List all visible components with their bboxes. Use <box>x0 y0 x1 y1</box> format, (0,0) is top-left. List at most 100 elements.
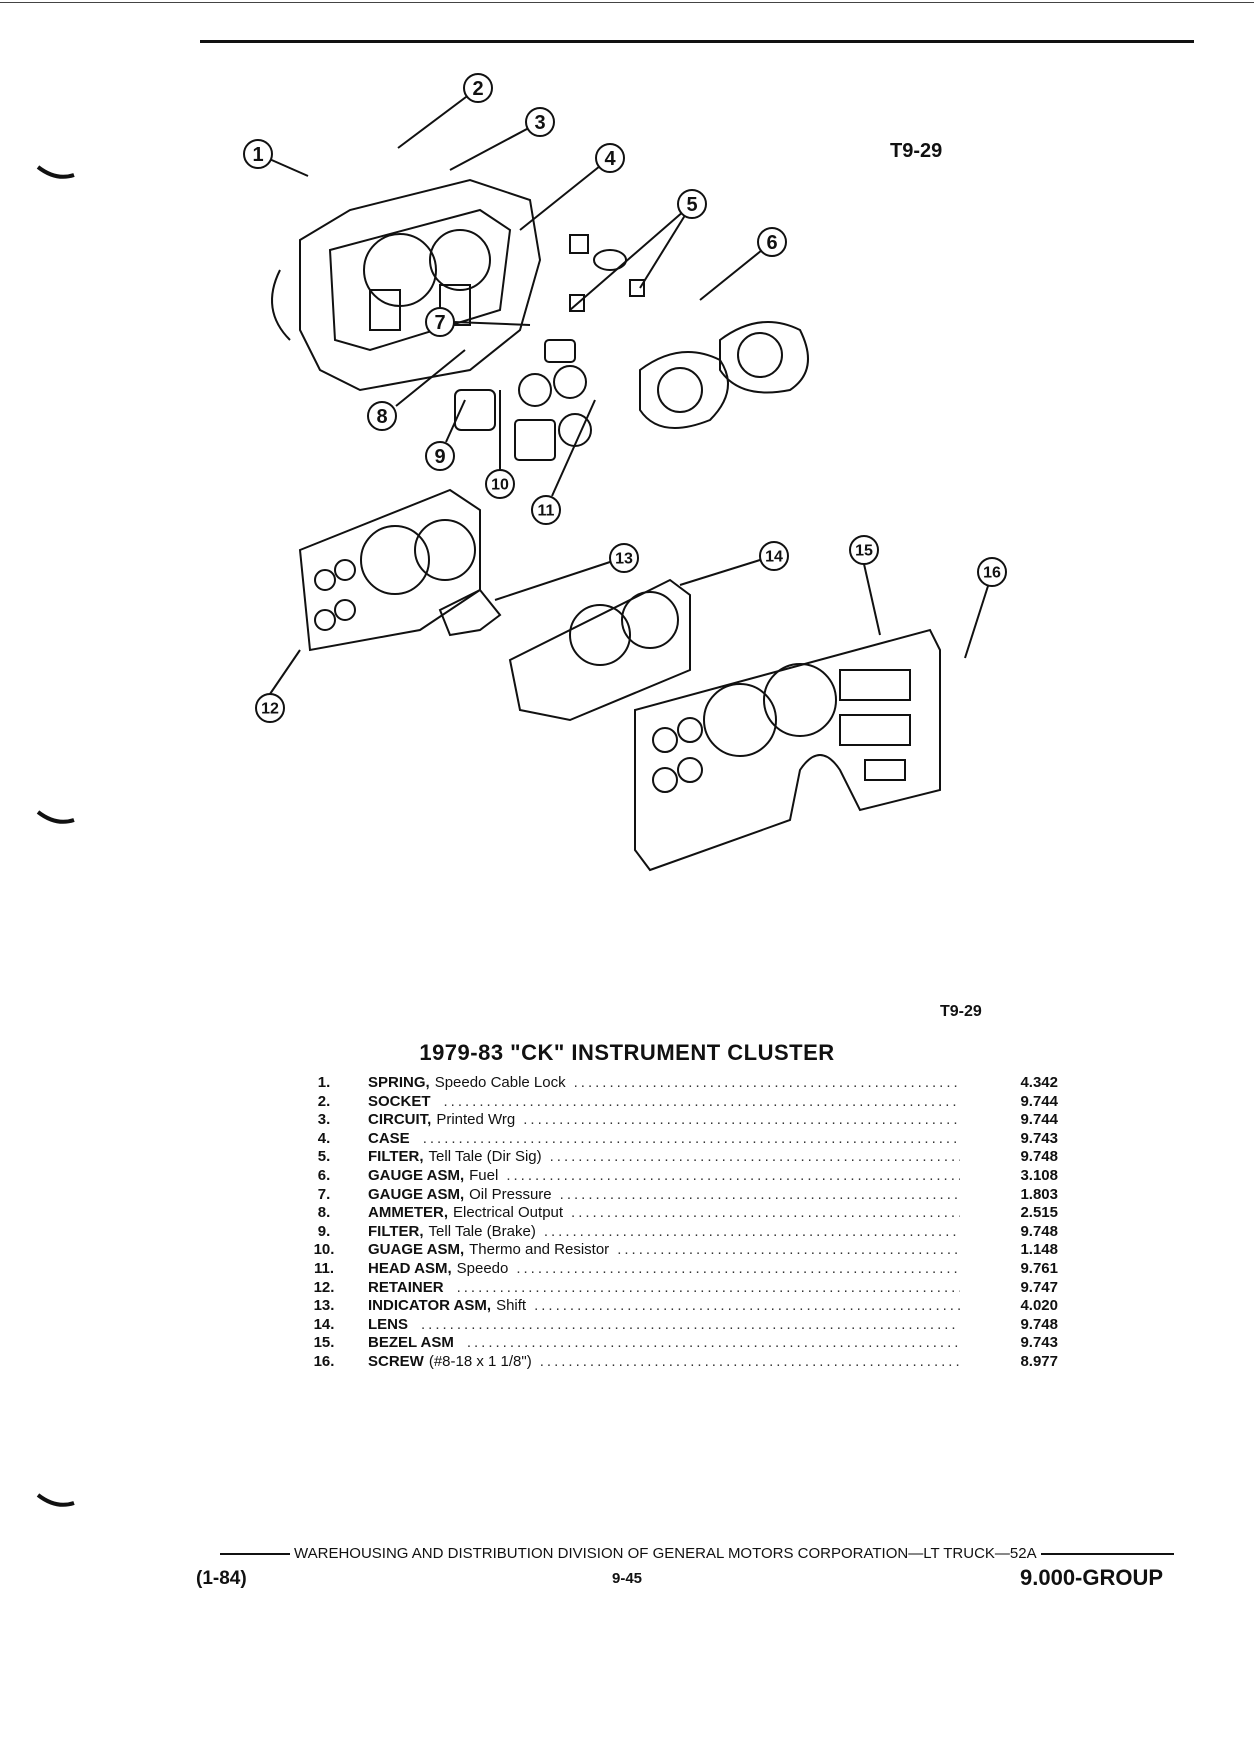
dot-leader: ........................................… <box>443 1092 960 1110</box>
part-group-code: 9.761 <box>1020 1259 1058 1277</box>
part-detail: Shift <box>496 1297 527 1315</box>
callout-16 <box>977 557 1007 587</box>
header-rule <box>200 40 1194 43</box>
dot-leader: ........................................… <box>559 1185 960 1203</box>
part-number: 1. <box>317 1074 331 1091</box>
part-detail: Tell Tale (Brake) <box>428 1222 536 1240</box>
part-description: CASE....................................… <box>368 1130 968 1148</box>
part-number: 15. <box>313 1334 335 1352</box>
part-row: 16.SCREW(#8-18 x 1 1/8")................… <box>280 1353 1080 1372</box>
part-detail: Tell Tale (Dir Sig) <box>428 1148 542 1166</box>
part-row: 1.SPRING,Speedo Cable Lock..............… <box>280 1074 1080 1093</box>
part-number: 14. <box>313 1315 335 1333</box>
part-row: 11. HEAD ASM,Speedo......................… <box>280 1260 1080 1279</box>
part-group-code: 4.342 <box>1020 1074 1058 1091</box>
retainer-lens-bezel-drawing <box>298 488 941 872</box>
exploded-view-diagram: 1 2 3 4 5 6 7 8 9 10 11 12 13 14 15 16 <box>243 73 1007 872</box>
part-detail: Speedo Cable Lock <box>434 1074 566 1091</box>
callout-13 <box>609 543 639 573</box>
part-row: 8. AMMETER,Electrical Output.............… <box>280 1204 1080 1223</box>
part-row: 9.FILTER,Tell Tale (Brake)..............… <box>280 1223 1080 1242</box>
part-row: 12.RETAINER.............................… <box>280 1279 1080 1298</box>
part-name: FILTER, <box>368 1222 424 1240</box>
figure-code-top: T9-29 <box>890 140 943 162</box>
part-row: 13.INDICATOR ASM,Shift..................… <box>280 1297 1080 1316</box>
callout-7 <box>425 307 455 337</box>
part-number: 11. <box>313 1259 335 1277</box>
part-detail: Thermo and Resistor <box>469 1241 610 1259</box>
part-number: 3. <box>317 1111 331 1129</box>
part-name: HEAD ASM, <box>368 1259 452 1277</box>
callout-4 <box>595 143 625 173</box>
part-description: GAUGE ASM,Oil Pressure..................… <box>368 1186 968 1204</box>
part-group-code: 9.744 <box>1020 1111 1058 1129</box>
callout-label: 2 <box>472 78 483 100</box>
part-number: 16. <box>313 1352 335 1370</box>
callout-9 <box>425 441 455 471</box>
callout-label: 7 <box>434 312 445 334</box>
part-row: 6.GAUGE ASM,Fuel........................… <box>280 1167 1080 1186</box>
part-number: 2. <box>317 1092 331 1110</box>
part-name: LENS <box>368 1315 409 1333</box>
callout-3 <box>525 107 555 137</box>
part-row: 4.CASE..................................… <box>280 1130 1080 1149</box>
part-number: 13. <box>313 1297 335 1315</box>
dot-leader: ........................................… <box>422 1129 960 1147</box>
part-number: 7. <box>317 1185 331 1203</box>
part-detail: Speedo <box>456 1259 509 1277</box>
callout-5 <box>677 189 707 219</box>
part-name: BEZEL ASM <box>368 1334 454 1352</box>
part-description: BEZEL ASM...............................… <box>368 1334 968 1352</box>
part-description: FILTER,Tell Tale (Dir Sig)..............… <box>368 1148 968 1166</box>
page-title: 1979-83 "CK" INSTRUMENT CLUSTER <box>419 1040 835 1065</box>
part-group-code: 3.108 <box>1020 1166 1058 1184</box>
binder-hole-mark <box>36 810 75 824</box>
part-number: 6. <box>317 1166 331 1184</box>
figure-code-bottom: T9-29 <box>940 1003 982 1020</box>
page-number: 9-45 <box>611 1570 643 1587</box>
callout-label: 8 <box>376 406 387 428</box>
callout-label: 16 <box>983 565 1001 582</box>
dot-leader: ........................................… <box>571 1204 960 1222</box>
callout-label: 6 <box>766 232 777 254</box>
dot-leader: ........................................… <box>549 1148 960 1166</box>
footer-publisher-line: WAREHOUSING AND DISTRIBUTION DIVISION OF… <box>220 1545 1174 1562</box>
callout-label: 4 <box>604 148 616 170</box>
callout-15 <box>849 535 879 565</box>
dot-leader: ........................................… <box>523 1111 960 1129</box>
part-description: SOCKET..................................… <box>368 1093 968 1111</box>
callout-label: 11 <box>538 503 555 520</box>
callout-8 <box>367 401 397 431</box>
part-row: 2. SOCKET................................… <box>280 1093 1080 1112</box>
part-group-code: 8.977 <box>1020 1352 1058 1370</box>
part-name: RETAINER <box>368 1278 444 1296</box>
part-name: SOCKET <box>368 1092 431 1110</box>
callout-11 <box>531 495 561 525</box>
part-detail: Oil Pressure <box>469 1185 552 1203</box>
part-description: CIRCUIT,Printed Wrg.....................… <box>368 1111 968 1129</box>
callout-label: 12 <box>261 701 279 718</box>
part-name: GAUGE ASM, <box>368 1185 465 1203</box>
callout-label: 14 <box>765 549 783 566</box>
part-group-code: 9.744 <box>1020 1092 1058 1110</box>
part-number: 10. <box>313 1241 335 1259</box>
dot-leader: ........................................… <box>617 1241 960 1259</box>
part-number: 5. <box>317 1148 331 1166</box>
dot-leader: ........................................… <box>573 1074 960 1091</box>
group-label: 9.000-GROUP <box>1020 1565 1164 1590</box>
footer-dash <box>1040 1552 1174 1555</box>
part-name: FILTER, <box>368 1148 424 1166</box>
part-name: CIRCUIT, <box>368 1111 432 1129</box>
part-description: HEAD ASM,Speedo.........................… <box>368 1260 968 1278</box>
part-row: 5. FILTER,Tell Tale (Dir Sig)............… <box>280 1148 1080 1167</box>
part-group-code: 9.748 <box>1020 1222 1058 1240</box>
callout-14 <box>759 541 789 571</box>
part-description: AMMETER,Electrical Output...............… <box>368 1204 968 1222</box>
dot-leader: ........................................… <box>516 1259 960 1277</box>
part-row: 7. GAUGE ASM,Oil Pressure................… <box>280 1186 1080 1205</box>
part-number: 8. <box>317 1204 331 1222</box>
callout-12 <box>255 693 285 723</box>
dot-leader: ........................................… <box>421 1315 960 1333</box>
part-number: 12. <box>313 1278 335 1296</box>
callout-label: 13 <box>615 551 633 568</box>
